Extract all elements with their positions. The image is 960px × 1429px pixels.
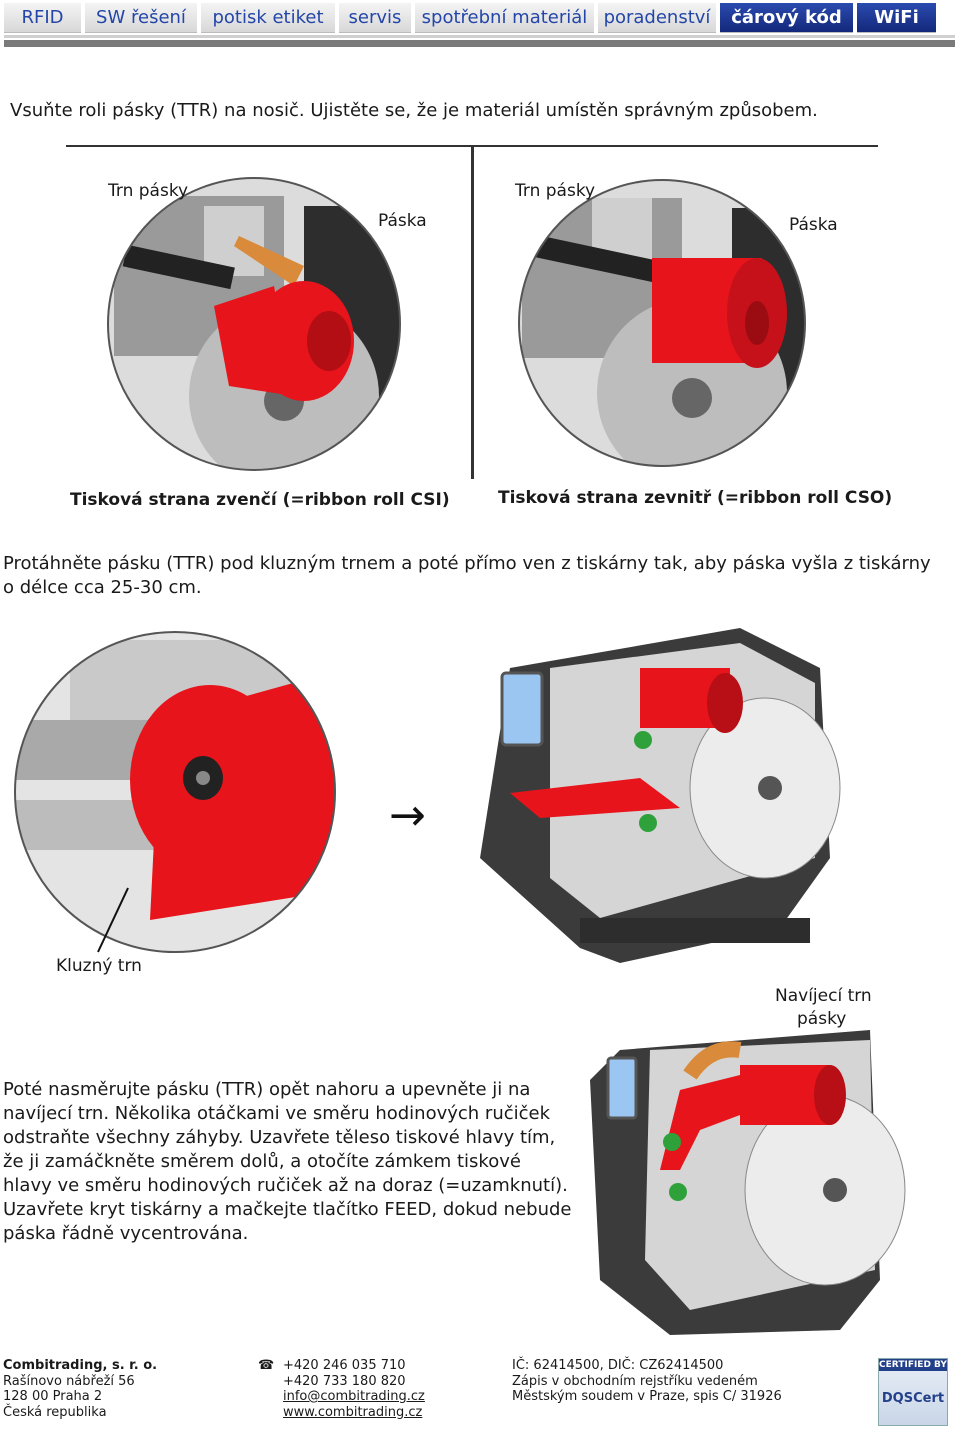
left-caption: Tisková strana zvenčí (=ribbon roll CSI) bbox=[70, 490, 450, 510]
step3-text: Poté nasměrujte pásku (TTR) opět nahoru … bbox=[3, 1079, 572, 1244]
certification-badge: CERTIFIED BY DQSCert bbox=[878, 1358, 948, 1426]
kluzny-trn-illustration bbox=[14, 631, 336, 953]
printer-ribbon-out-illustration bbox=[480, 628, 841, 963]
footer-company: Combitrading, s. r. o. Rašínovo nábřeží … bbox=[3, 1358, 157, 1420]
footer-contact: +420 246 035 710 +420 733 180 820 info@c… bbox=[283, 1358, 425, 1420]
table-divider bbox=[471, 147, 474, 479]
step1-text: Vsuňte roli pásky (TTR) na nosič. Ujistě… bbox=[10, 100, 818, 121]
company-address-3: Česká republika bbox=[3, 1404, 107, 1420]
phone-2: +420 733 180 820 bbox=[283, 1373, 406, 1389]
email-link[interactable]: info@combitrading.cz bbox=[283, 1389, 425, 1404]
printer-rewind-illustration bbox=[590, 1030, 906, 1335]
nav-tab-potisk-etiket[interactable]: potisk etiket bbox=[201, 3, 335, 33]
nav-divider-light bbox=[4, 35, 955, 38]
next-arrow-icon: → bbox=[389, 790, 426, 841]
kluzny-label: Kluzný trn bbox=[56, 956, 142, 976]
ribbon-cso-illustration bbox=[518, 179, 806, 467]
right-caption: Tisková strana zevnitř (=ribbon roll CSO… bbox=[498, 488, 893, 508]
phone-icon: ☎ bbox=[258, 1358, 275, 1373]
table-top-rule bbox=[66, 145, 878, 147]
nav-tab-poradenství[interactable]: poradenství bbox=[598, 3, 716, 33]
navijeci-label-2: pásky bbox=[797, 1009, 847, 1029]
nav-tab-rfid[interactable]: RFID bbox=[4, 3, 81, 33]
nav-tab-servis[interactable]: servis bbox=[339, 3, 411, 33]
phone-1: +420 246 035 710 bbox=[283, 1358, 406, 1373]
footer-legal: IČ: 62414500, DIČ: CZ62414500 Zápis v ob… bbox=[512, 1358, 782, 1405]
nav-tab-čárový-kód[interactable]: čárový kód bbox=[720, 3, 853, 33]
company-name: Combitrading, s. r. o. bbox=[3, 1358, 158, 1373]
cert-logo: DQSCert bbox=[881, 1391, 945, 1406]
legal-ids: IČ: 62414500, DIČ: CZ62414500 bbox=[512, 1358, 724, 1373]
nav-divider bbox=[4, 40, 955, 47]
right-trn-label: Trn pásky bbox=[515, 181, 596, 201]
left-paska-label: Páska bbox=[378, 211, 427, 231]
navijeci-label-1: Navíjecí trn bbox=[775, 986, 872, 1006]
legal-register-1: Zápis v obchodním rejstříku vedeném bbox=[512, 1373, 758, 1389]
left-trn-label: Trn pásky bbox=[108, 181, 189, 201]
cert-top: CERTIFIED BY bbox=[879, 1359, 947, 1371]
ribbon-csi-illustration bbox=[107, 177, 401, 471]
nav-tab-sw-řešení[interactable]: SW řešení bbox=[85, 3, 197, 33]
web-link[interactable]: www.combitrading.cz bbox=[283, 1404, 423, 1420]
company-address-1: Rašínovo nábřeží 56 bbox=[3, 1373, 135, 1389]
legal-register-2: Městským soudem v Praze, spis C/ 31926 bbox=[512, 1389, 782, 1404]
nav-tab-wifi[interactable]: WiFi bbox=[857, 3, 936, 33]
company-address-2: 128 00 Praha 2 bbox=[3, 1389, 103, 1404]
step2-text: Protáhněte pásku (TTR) pod kluzným trnem… bbox=[3, 553, 931, 598]
nav-tab-spotřební-materiál[interactable]: spotřební materiál bbox=[415, 3, 594, 33]
right-paska-label: Páska bbox=[789, 215, 838, 235]
